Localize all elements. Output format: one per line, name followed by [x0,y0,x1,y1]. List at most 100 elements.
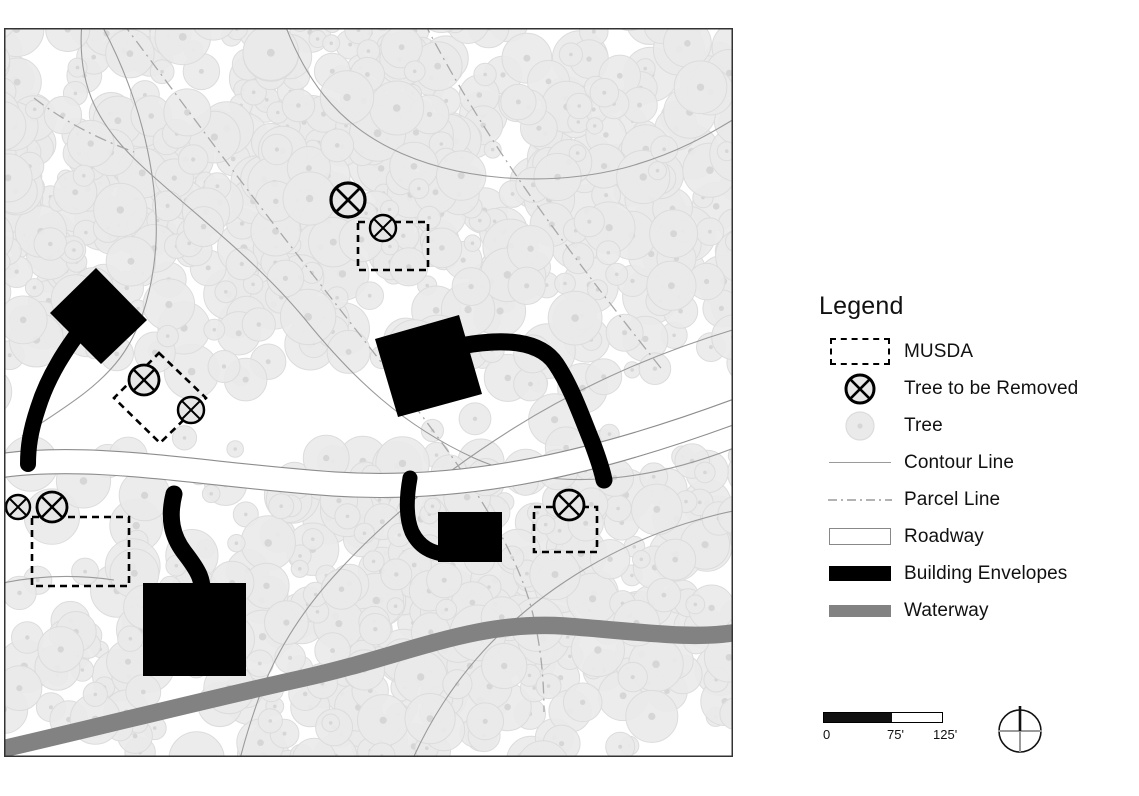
tree-to-be-removed-symbol[interactable] [4,493,32,521]
tree-center-dot [439,142,444,146]
tree-center-dot [603,132,609,138]
tree-center-dot [165,203,170,208]
tree-center-dot [501,662,508,670]
tree-center-dot [569,52,573,57]
musda-zone-layer[interactable] [30,220,599,588]
tree-center-dot [377,498,382,502]
tree-center-dot [272,227,280,235]
tree-center-dot [114,351,120,357]
tree-center-dot [335,620,343,628]
tree-center-dot [503,271,512,279]
tree-to-be-removed-symbol[interactable] [368,213,398,243]
tree-removed-backslash [335,187,361,213]
tree-center-dot [125,658,131,665]
legend-label-contour: Contour Line [904,451,1014,473]
tree-center-dot [345,348,352,355]
tree-center-dot [82,173,86,178]
legend-title: Legend [819,292,904,320]
tree-to-be-removed-symbol[interactable] [176,395,206,425]
tree-center-dot [527,673,532,678]
tree-center-dot [191,157,196,162]
tree-center-dot [591,29,596,34]
tree-center-dot [338,586,345,592]
scale-bar-labels: 0 75' 125' [823,727,958,745]
tree-center-dot [417,186,421,191]
tree-center-dot [554,173,561,181]
tree-center-dot [372,596,381,605]
building-mid[interactable] [438,512,502,562]
legend-row-contour: Contour Line [816,444,1126,481]
tree-center-dot [668,282,675,290]
tree-center-dot [583,520,589,526]
tree-to-be-removed-symbol[interactable] [35,490,69,524]
building-swatch-icon [816,555,904,592]
tree-center-dot [410,163,418,170]
tree-symbol [168,731,225,757]
tree-symbol [717,495,733,535]
tree-center-dot [393,604,398,608]
tree-center-dot [622,330,628,336]
map-canvas[interactable] [4,28,733,757]
tree-center-dot [606,250,611,255]
building-envelope-layer[interactable] [50,268,502,676]
tree-center-dot [487,585,491,589]
tree-center-dot [338,270,347,278]
tree-center-dot [504,374,512,382]
tree-center-dot [16,685,23,692]
tree-center-dot [406,264,412,270]
waterway-band [4,616,733,757]
legend-row-musda: MUSDA [816,333,1126,370]
legend-row-tree-removed: Tree to be Removed [816,370,1126,407]
tree-to-be-removed-symbol[interactable] [127,363,161,397]
tree-center-dot [463,493,471,501]
tree-center-dot [72,248,76,252]
tree-center-dot [388,244,392,249]
scale-label-max: 125' [933,727,958,742]
tree-symbol [719,697,733,730]
tree-center-dot [165,301,173,309]
building-sw[interactable] [143,583,246,676]
tree-removed-backslash [373,218,393,238]
tree-center-dot [586,56,592,62]
tree-center-dot [282,731,287,736]
tree-center-dot [234,541,239,545]
tree-center-dot [358,236,365,243]
tree-center-dot [305,165,312,172]
tree-center-dot [336,498,342,504]
driveway-nw [20,312,96,472]
tree-center-dot [273,704,277,709]
tree-removed-swatch-icon [816,370,904,407]
tree-center-dot [283,619,290,626]
tree-center-dot [329,238,337,246]
tree-to-be-removed-layer[interactable] [4,181,586,524]
tree-center-dot [430,504,435,509]
tree-center-dot [239,221,245,226]
musda-east[interactable] [532,505,599,554]
contour-line [239,329,733,757]
musda-southwest[interactable] [30,515,131,588]
map-svg[interactable] [4,28,733,757]
tree-center-dot [235,330,242,337]
tree-center-dot [165,334,170,338]
tree-center-dot [305,194,314,203]
tree-center-dot [428,629,434,635]
tree-center-dot [32,285,37,290]
tree-center-dot [334,143,340,148]
tree-center-dot [251,90,256,95]
tree-center-dot [205,265,211,271]
tree-center-dot [60,112,66,118]
tree-to-be-removed-symbol[interactable] [329,181,367,219]
tree-center-dot [335,295,339,300]
tree-center-dot [242,376,249,383]
tree-center-dot [215,184,220,189]
tree-center-dot [279,504,284,509]
tree-center-dot [379,716,387,724]
tree-removed-backslash [132,368,156,392]
tree-to-be-removed-symbol[interactable] [552,488,586,522]
building-center[interactable] [375,315,482,417]
tree-center-dot [661,592,667,598]
building-nw[interactable] [50,268,147,364]
tree-center-dot [315,37,320,41]
tree-center-dot [490,147,495,152]
tree-center-dot [482,718,488,724]
